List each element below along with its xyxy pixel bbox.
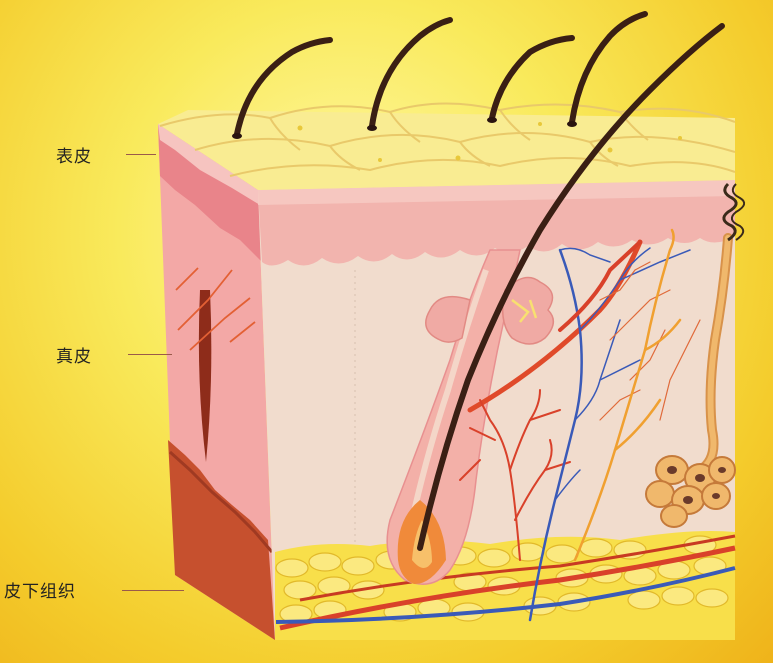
- subcutaneous-fat-layer: [275, 531, 735, 640]
- leader-epidermis: [126, 154, 156, 155]
- left-side-face: [158, 124, 275, 640]
- label-subcutaneous-tissue: 皮下组织: [4, 577, 76, 602]
- label-dermis: 真皮: [56, 342, 92, 367]
- label-epidermis: 表皮: [56, 142, 92, 167]
- leader-subcutaneous: [122, 590, 184, 591]
- leader-dermis: [128, 354, 172, 355]
